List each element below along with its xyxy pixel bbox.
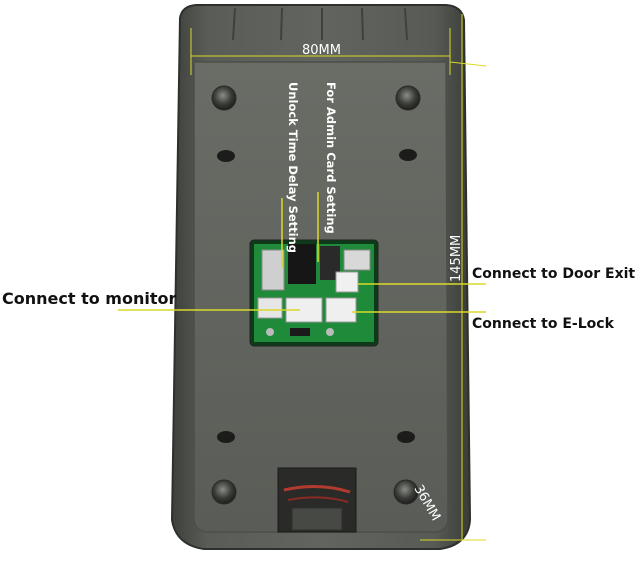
width-dimension-label: 80MM xyxy=(302,43,341,58)
keyhole-slots xyxy=(217,149,417,443)
admin-card-setting-label: For Admin Card Setting xyxy=(324,82,338,234)
side-grooves xyxy=(183,79,459,441)
leader-lines xyxy=(118,192,486,313)
unlock-time-delay-label: Unlock Time Delay Setting xyxy=(286,82,300,253)
connect-door-exit-label: Connect to Door Exit xyxy=(472,266,635,282)
height-dimension-label: 145MM xyxy=(449,235,464,282)
pcb-window xyxy=(249,239,379,347)
screw-holes xyxy=(211,85,421,505)
dimension-lines xyxy=(190,14,487,541)
top-ridges xyxy=(232,7,408,41)
connect-monitor-label: Connect to monitor xyxy=(2,289,176,308)
connect-e-lock-label: Connect to E-Lock xyxy=(472,316,615,332)
